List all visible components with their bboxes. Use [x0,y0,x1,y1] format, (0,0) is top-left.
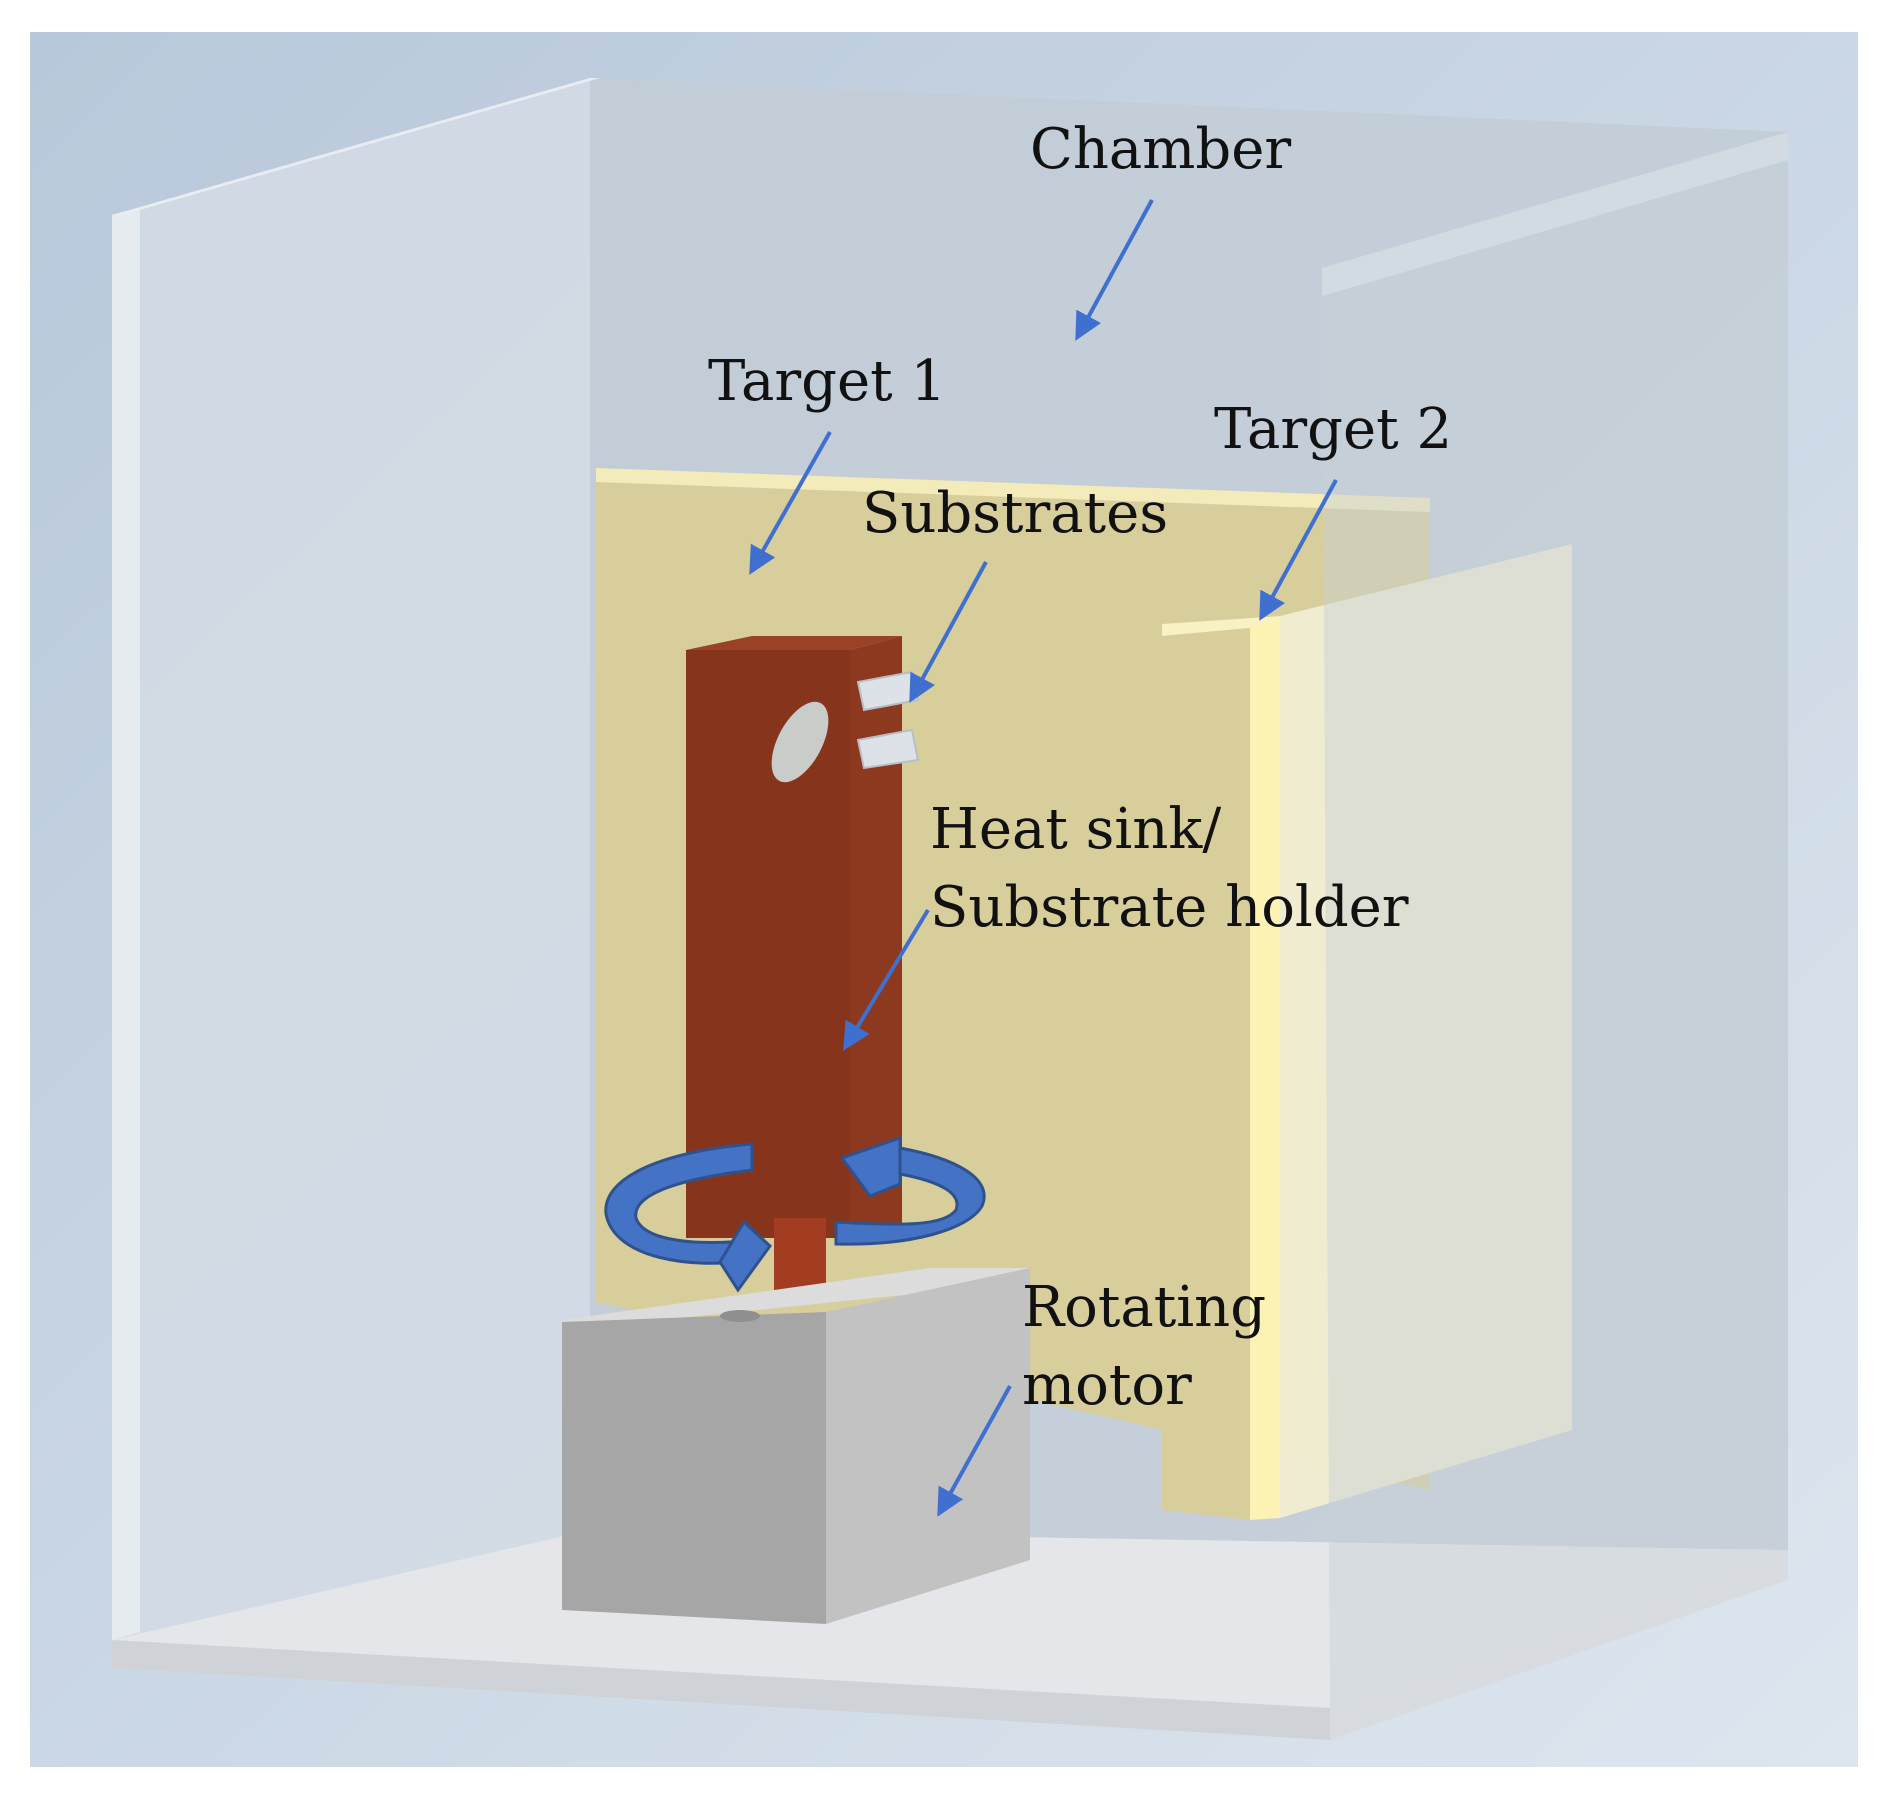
substrate-lower [856,728,920,770]
heat-sink-top-face [686,636,902,650]
target-2-front-face [1280,544,1572,1518]
chamber-left-wall-edge [112,208,140,1640]
heat-sink-side-face [850,636,902,1238]
chamber-floor-right-edge [1330,1550,1788,1740]
arrow-motor [937,1385,1012,1517]
motor-top-face [562,1268,1030,1330]
target-2-top-face [1162,616,1282,636]
heat-sink-front-face [686,650,850,1238]
heat-sink-hole [771,701,829,783]
label-target-2: Target 2 [1214,397,1452,462]
arrow-heat-sink [843,908,930,1051]
label-heat-sink-line1: Heat sink/ [930,797,1221,862]
chamber-right-wall [1322,132,1788,1708]
motor-front-face [562,1312,826,1624]
label-substrates: Substrates [862,481,1168,546]
label-motor-line1: Rotating [1022,1275,1266,1340]
arrow-chamber [1075,199,1154,341]
label-chamber: Chamber [1030,117,1291,182]
chamber-top-rim [112,78,600,215]
target-2-side-face [1250,616,1280,1520]
heat-sink-shaft [774,1218,826,1292]
label-target-1: Target 1 [708,349,946,414]
chamber-floor-front-edge [112,1640,1330,1740]
target-2-slot [1162,628,1250,1520]
arrow-target-2 [1259,479,1338,621]
motor-shaft-hole [720,1310,760,1322]
rotation-arrow [604,1135,986,1293]
label-motor-line2: motor [1022,1353,1192,1418]
arrow-substrates [909,561,988,703]
motor-side-face [826,1268,1030,1624]
chamber-right-wall-edge [1322,132,1788,296]
label-heat-sink-line2: Substrate holder [930,875,1409,940]
arrow-target-1 [749,431,832,575]
chamber-left-wall [112,78,590,1640]
